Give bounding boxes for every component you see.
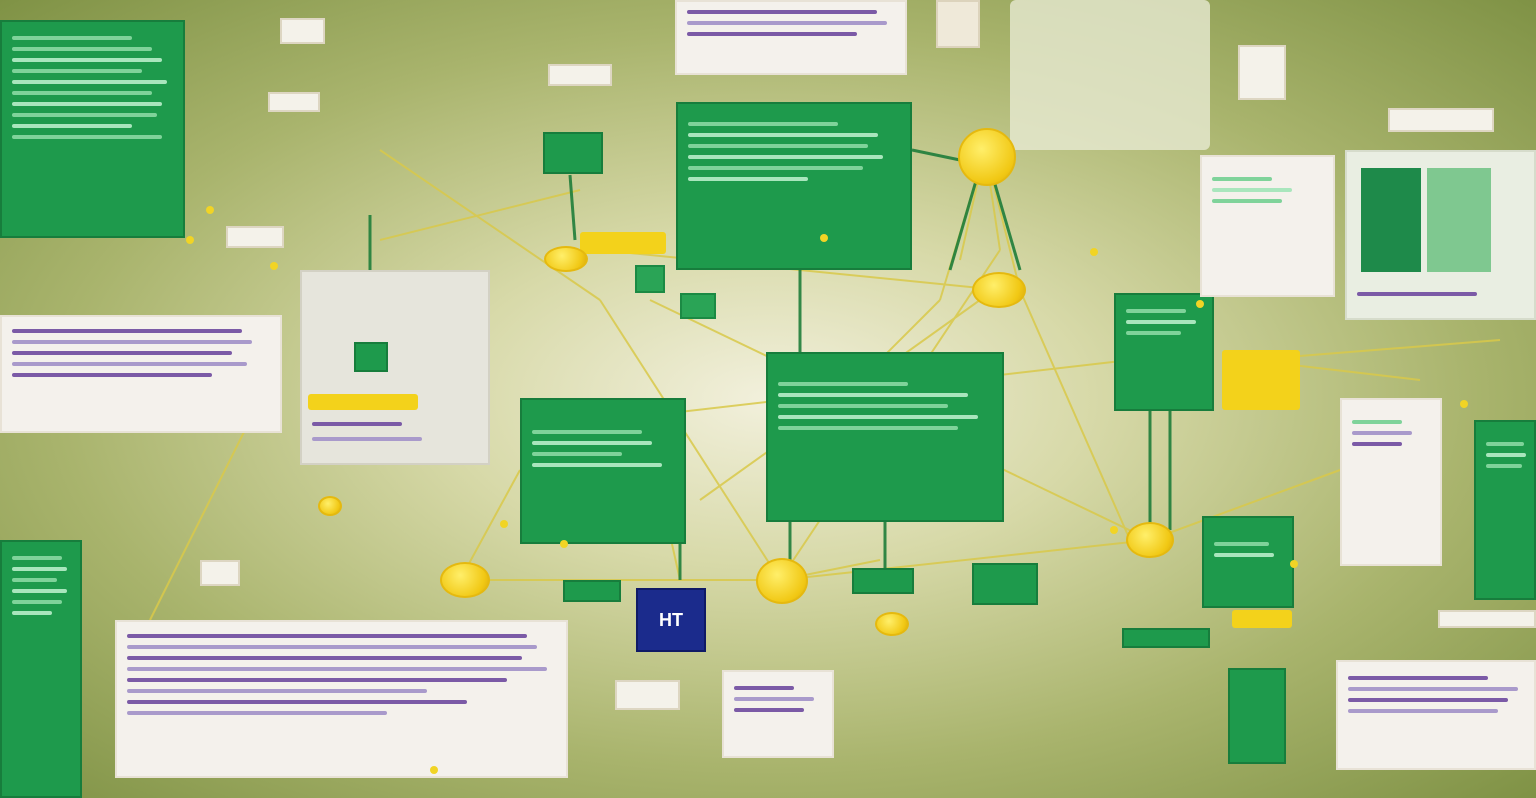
- sparkle-dot: [1110, 526, 1118, 534]
- sparkle-dot: [1196, 300, 1204, 308]
- network-node: [1126, 522, 1174, 558]
- chart-card-right: [1345, 150, 1536, 320]
- network-node: [544, 246, 588, 272]
- label-tag: [200, 560, 240, 586]
- yellow-label: [1232, 610, 1292, 628]
- chart-card-bar-light: [1427, 168, 1491, 272]
- sparkle-dot: [1460, 400, 1468, 408]
- green-info-panel-right: [1114, 293, 1214, 411]
- label-tag: [268, 92, 320, 112]
- note-panel-bottom: [115, 620, 568, 778]
- hub-node: [958, 128, 1016, 186]
- green-chip: [680, 293, 716, 319]
- note-panel-right: [1200, 155, 1335, 297]
- yellow-label: [580, 232, 666, 254]
- network-node: [318, 496, 342, 516]
- sparkle-dot: [1090, 248, 1098, 256]
- note-panel-bottom-right: [1336, 660, 1536, 770]
- sparkle-dot: [820, 234, 828, 242]
- label-tag: [226, 226, 284, 248]
- network-node: [756, 558, 808, 604]
- map-area-top-right: [1010, 0, 1210, 150]
- card-green-chip: [354, 342, 388, 372]
- sparkle-dot: [186, 236, 194, 244]
- sparkle-dot: [560, 540, 568, 548]
- green-info-panel-bottom-left: [0, 540, 82, 798]
- note-panel-left: [0, 315, 282, 433]
- label-tag: [1388, 108, 1494, 132]
- note-card-bottom-center: [722, 670, 834, 758]
- green-chip: [543, 132, 603, 174]
- label-tag: [548, 64, 612, 86]
- network-node: [972, 272, 1026, 308]
- sparkle-dot: [1290, 560, 1298, 568]
- note-panel-right-mid: [1340, 398, 1442, 566]
- green-chip: [852, 568, 914, 594]
- green-info-panel-bottom-right: [1228, 668, 1286, 764]
- green-info-panel-top-left: [0, 20, 185, 238]
- label-tag: [1438, 610, 1536, 628]
- sparkle-dot: [270, 262, 278, 270]
- note-panel-top: [675, 0, 907, 75]
- green-chip: [563, 580, 621, 602]
- sparkle-dot: [206, 206, 214, 214]
- green-chip: [1122, 628, 1210, 648]
- green-chip: [972, 563, 1038, 605]
- card-highlight-label: [308, 394, 418, 410]
- sparkle-dot: [500, 520, 508, 528]
- label-tag: [936, 0, 980, 48]
- label-tag: [615, 680, 680, 710]
- green-info-panel-far-right: [1474, 420, 1536, 600]
- green-chip: [635, 265, 665, 293]
- label-tag: [280, 18, 325, 44]
- network-node: [875, 612, 909, 636]
- green-info-panel-right-lower: [1202, 516, 1294, 608]
- label-tag: [1238, 45, 1286, 100]
- card-panel-middle-left: [300, 270, 490, 465]
- highlight-badge: HT: [636, 588, 706, 652]
- green-info-panel-center-left: [520, 398, 686, 544]
- chart-card-bar-dark: [1361, 168, 1421, 272]
- sparkle-dot: [430, 766, 438, 774]
- network-node: [440, 562, 490, 598]
- green-info-panel-center-top: [676, 102, 912, 270]
- yellow-label: [1222, 350, 1300, 410]
- green-info-panel-center: [766, 352, 1004, 522]
